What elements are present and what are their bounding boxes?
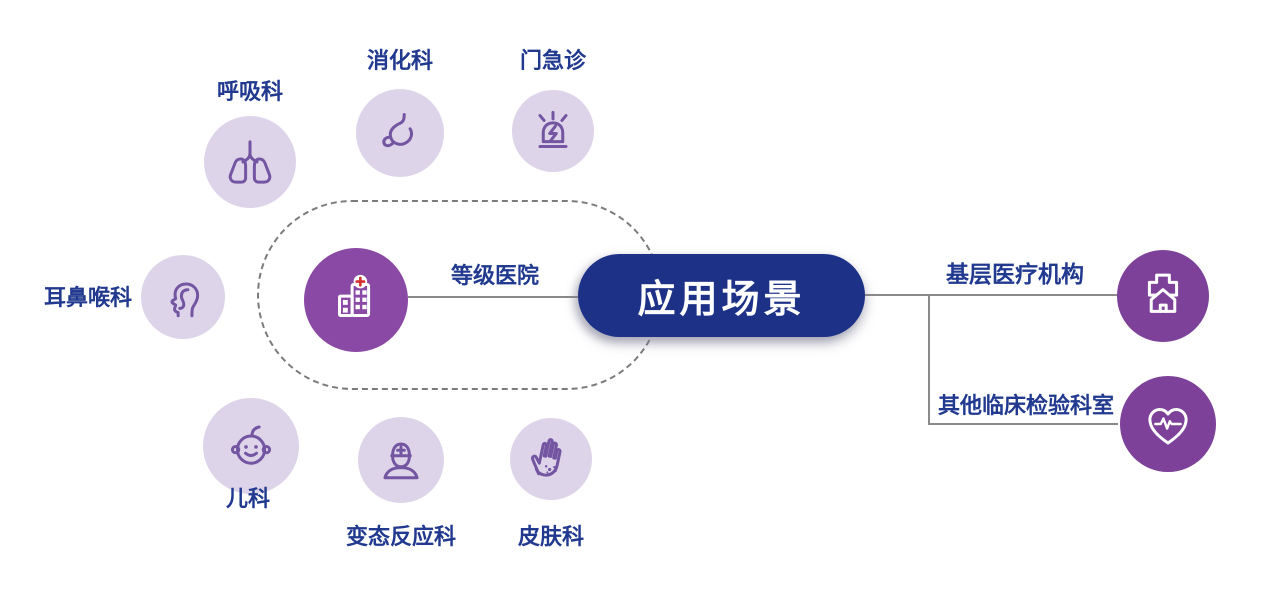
hospital-building-icon <box>325 269 387 331</box>
stomach-icon <box>373 106 427 160</box>
department-label-pediatrics: 儿科 <box>225 486 270 511</box>
lungs-icon <box>222 134 278 190</box>
branch-to-other-labs-line <box>928 423 1118 425</box>
clinic-cross-house-icon <box>1134 267 1192 325</box>
department-node-digestive <box>356 89 444 177</box>
center-to-primary-care-line <box>865 294 1118 296</box>
department-label-emergency: 门急诊 <box>519 48 586 73</box>
department-node-respiratory <box>204 116 296 208</box>
branch-label-primary-care: 基层医疗机构 <box>946 261 1084 287</box>
department-label-digestive: 消化科 <box>366 48 433 73</box>
heart-ecg-icon <box>1139 395 1197 453</box>
hand-rash-icon <box>525 433 577 485</box>
department-label-respiratory: 呼吸科 <box>216 79 283 104</box>
hub-to-center-line <box>408 296 578 298</box>
department-node-allergy <box>358 417 444 503</box>
department-node-dermatology <box>510 418 592 500</box>
head-throat-icon <box>157 271 209 323</box>
doctor-icon <box>374 433 428 487</box>
branch-node-primary-care <box>1117 250 1209 342</box>
emergency-siren-icon <box>527 105 579 157</box>
center-node: 应用场景 <box>578 254 865 337</box>
department-node-ent <box>141 255 225 339</box>
department-label-allergy: 变态反应科 <box>345 524 456 549</box>
hub-label: 等级医院 <box>450 263 539 288</box>
center-node-label: 应用场景 <box>637 279 806 321</box>
department-label-ent: 耳鼻喉科 <box>43 285 132 310</box>
branch-node-other-labs <box>1120 376 1216 472</box>
hub-node <box>304 248 408 352</box>
department-label-dermatology: 皮肤科 <box>517 524 584 549</box>
baby-face-icon <box>222 417 280 475</box>
department-node-emergency <box>512 90 594 172</box>
department-node-pediatrics <box>203 398 299 494</box>
branch-label-other-labs: 其他临床检验科室 <box>937 393 1114 418</box>
right-branch-vertical-line <box>928 294 930 425</box>
